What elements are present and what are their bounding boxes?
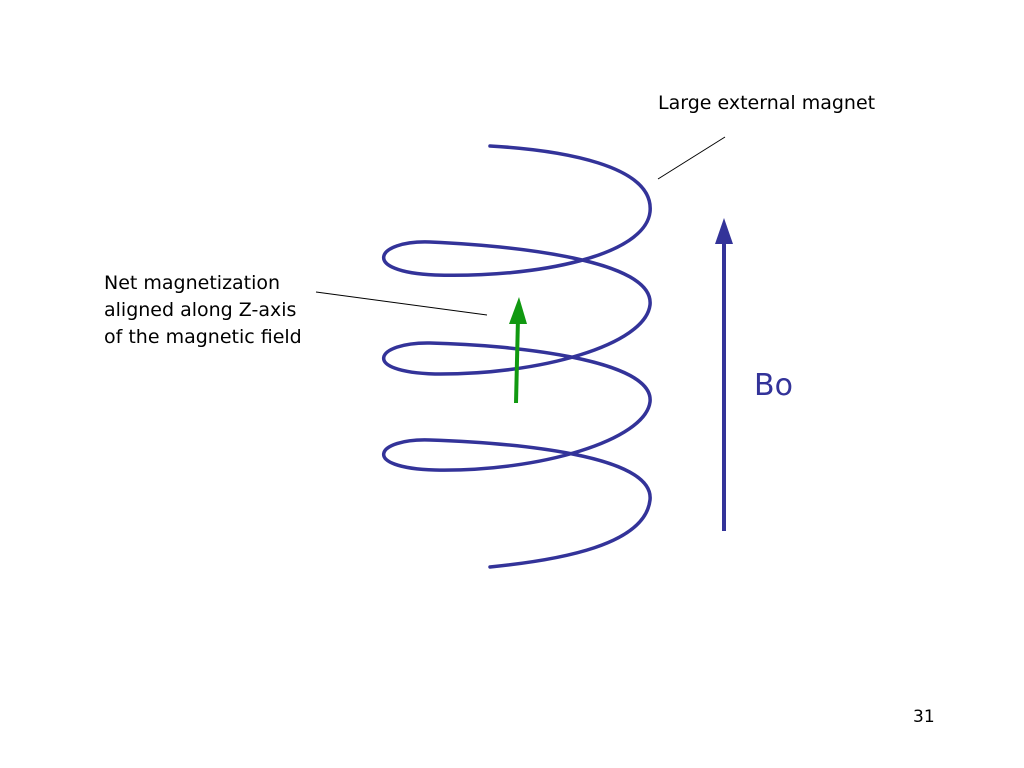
net-magnetization-line-3: of the magnetic field bbox=[104, 326, 302, 348]
net-magnetization-line-2: aligned along Z-axis bbox=[104, 299, 297, 321]
page-number: 31 bbox=[913, 707, 935, 727]
magnet-label: Large external magnet bbox=[658, 92, 876, 114]
net-magnetization-line-1: Net magnetization bbox=[104, 272, 281, 294]
field-label: Bo bbox=[754, 368, 793, 403]
magnetization-arrow bbox=[509, 297, 527, 404]
magnet-coil bbox=[382, 144, 652, 569]
net-magnetization-label: Net magnetization aligned along Z-axis o… bbox=[104, 270, 302, 351]
magnetization-leader-line bbox=[315, 291, 488, 316]
field-arrow bbox=[715, 218, 733, 531]
magnet-leader-line bbox=[657, 136, 726, 180]
